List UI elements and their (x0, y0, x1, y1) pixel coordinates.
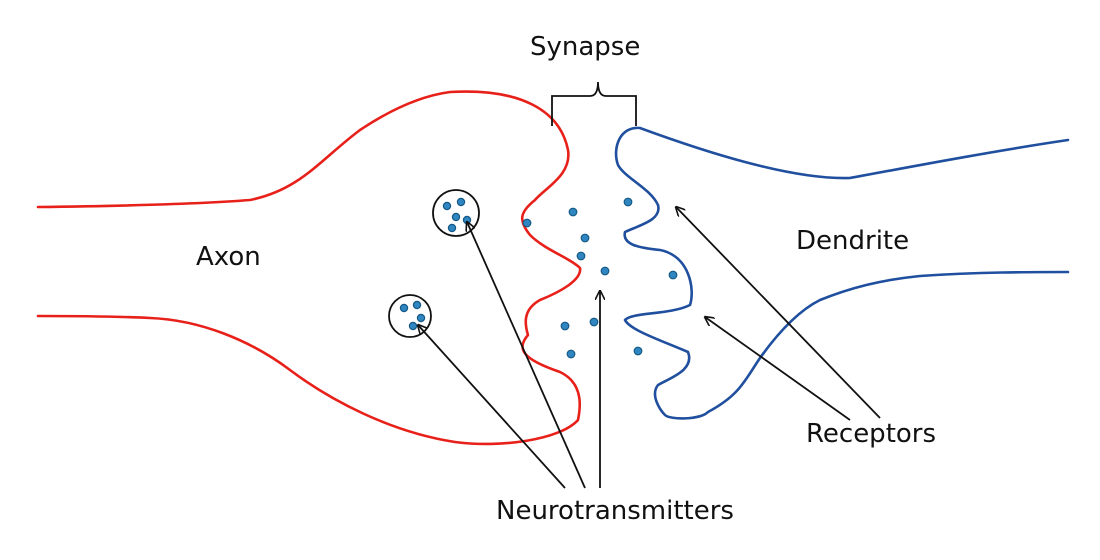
vesicle-lower (388, 294, 432, 338)
dendrite-label: Dendrite (796, 226, 910, 256)
neurotransmitter-dot (399, 303, 409, 313)
neurotransmitter-arrows (418, 222, 600, 489)
arrow-to-upper-vesicle (467, 222, 586, 489)
neurotransmitter-dot (451, 212, 461, 222)
neurotransmitter-dot (416, 313, 426, 323)
axon-label: Axon (196, 242, 261, 272)
synapse-label: Synapse (530, 32, 641, 62)
dendrite-outline (614, 126, 1070, 420)
synapse-bracket (551, 81, 637, 126)
neurotransmitter-dot (408, 321, 418, 331)
neurotransmitter-dot (633, 346, 643, 356)
arrow-to-lower-receptor (705, 317, 851, 421)
neurotransmitter-dot (566, 349, 576, 359)
neurotransmitter-dot (442, 201, 452, 211)
arrow-to-upper-receptor (676, 207, 881, 419)
neurotransmitter-dot (576, 251, 586, 261)
neurotransmitter-dot (668, 270, 678, 280)
cleft-neurotransmitters (522, 197, 678, 359)
neurotransmitters-label: Neurotransmitters (496, 496, 734, 526)
receptor-arrows (676, 207, 881, 421)
arrow-to-lower-vesicle (418, 325, 566, 489)
neurotransmitter-dot (456, 197, 466, 207)
neurotransmitter-dot (522, 218, 532, 228)
axon-outline (36, 90, 582, 446)
receptors-label: Receptors (806, 419, 937, 449)
neurotransmitter-dot (447, 223, 457, 233)
neurotransmitter-dot (412, 300, 422, 310)
neurotransmitter-dot (568, 207, 578, 217)
neurotransmitter-dot (589, 317, 599, 327)
neurotransmitter-dot (560, 321, 570, 331)
neurotransmitter-dot (600, 266, 610, 276)
neurotransmitter-dot (623, 197, 633, 207)
neurotransmitter-dot (580, 233, 590, 243)
